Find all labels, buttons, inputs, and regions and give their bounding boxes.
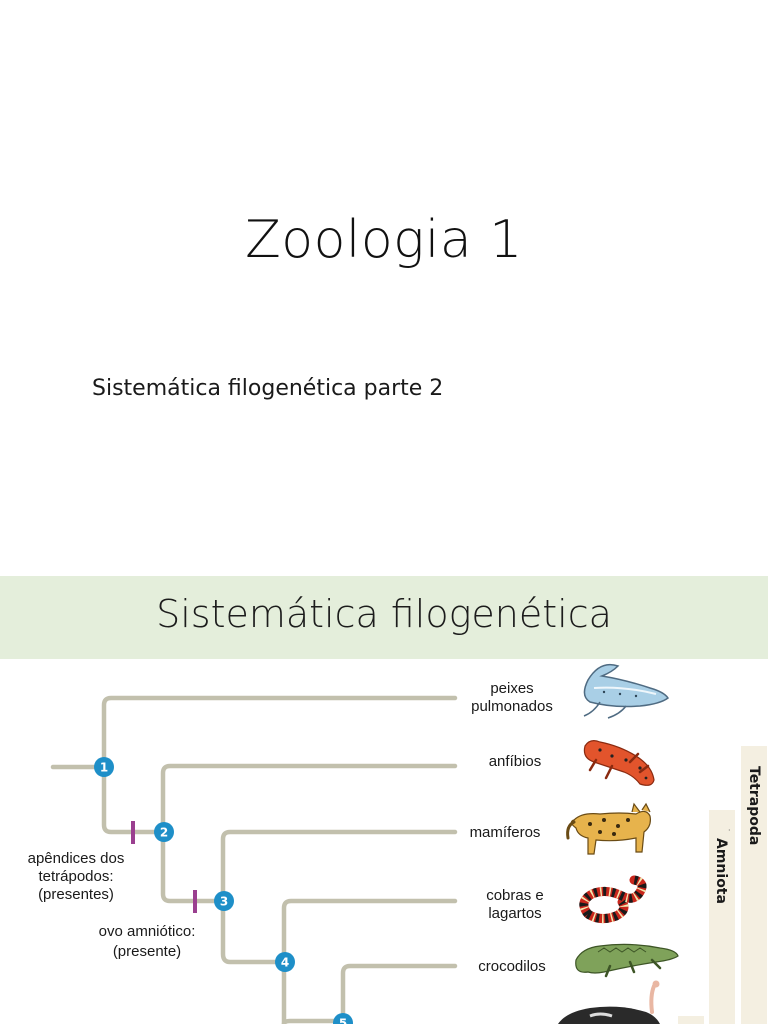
svg-text:5: 5 xyxy=(339,1017,347,1024)
snake-icon xyxy=(579,875,647,924)
slide-2: Sistemática filogenética Tetrapoda Amnio… xyxy=(0,576,768,1024)
slide-title: Zoologia 1 xyxy=(245,210,523,270)
slide-title: Sistemática filogenética xyxy=(156,592,612,636)
character-label-line2: tetrápodos: xyxy=(38,868,113,885)
taxon-label-line2: pulmonados xyxy=(471,698,553,715)
taxon-label: crocodilos xyxy=(478,958,546,975)
taxon-label: mamíferos xyxy=(470,824,541,841)
branch-crocodiles xyxy=(340,963,458,1024)
node-3: 3 xyxy=(214,891,234,911)
branch-snakes xyxy=(281,898,458,1024)
taxon-label-line1: peixes xyxy=(490,680,533,697)
slide-subtitle: Sistemática filogenética parte 2 xyxy=(92,376,444,401)
taxon-label: anfíbios xyxy=(489,753,542,770)
clade-bar-tetrapoda xyxy=(741,746,767,1024)
taxon-label-line1: cobras e xyxy=(486,887,544,904)
character-label-line3: (presentes) xyxy=(38,886,114,903)
node-4: 4 xyxy=(275,952,295,972)
wildcat-icon xyxy=(566,802,651,855)
salamander-icon xyxy=(583,740,655,786)
phylogenetic-tree: Tetrapoda Amniota · 1 2 3 xyxy=(28,663,767,1024)
lungfish-icon xyxy=(583,663,670,719)
slide-header: Sistemática filogenética xyxy=(0,576,768,659)
character-mark-amniotic-egg xyxy=(193,890,197,913)
node-2: 2 xyxy=(154,822,174,842)
character-mark-tetrapod-limbs xyxy=(131,821,135,844)
clade-bar-partial xyxy=(678,1016,704,1024)
branch-mammals xyxy=(220,829,458,965)
branch-node5 xyxy=(281,1018,346,1024)
svg-text:1: 1 xyxy=(100,761,108,775)
svg-text:3: 3 xyxy=(220,895,228,909)
clade-tick: · xyxy=(728,826,731,835)
clade-label-amniota: Amniota xyxy=(713,838,729,904)
character-label-line2: (presente) xyxy=(113,943,181,960)
character-label-line1: ovo amniótico: xyxy=(99,923,196,940)
clade-bar-amniota xyxy=(709,810,735,1024)
node-5: 5 xyxy=(333,1013,353,1024)
clade-label-tetrapoda: Tetrapoda xyxy=(746,766,762,845)
slide-1: Zoologia 1 Sistemática filogenética part… xyxy=(92,210,523,401)
svg-text:4: 4 xyxy=(281,956,289,970)
character-label-line1: apêndices dos xyxy=(28,850,125,867)
svg-text:2: 2 xyxy=(160,826,168,840)
crocodile-icon xyxy=(575,943,679,978)
node-1: 1 xyxy=(94,757,114,777)
ostrich-icon xyxy=(558,980,660,1024)
taxon-label-line2: lagartos xyxy=(488,905,541,922)
